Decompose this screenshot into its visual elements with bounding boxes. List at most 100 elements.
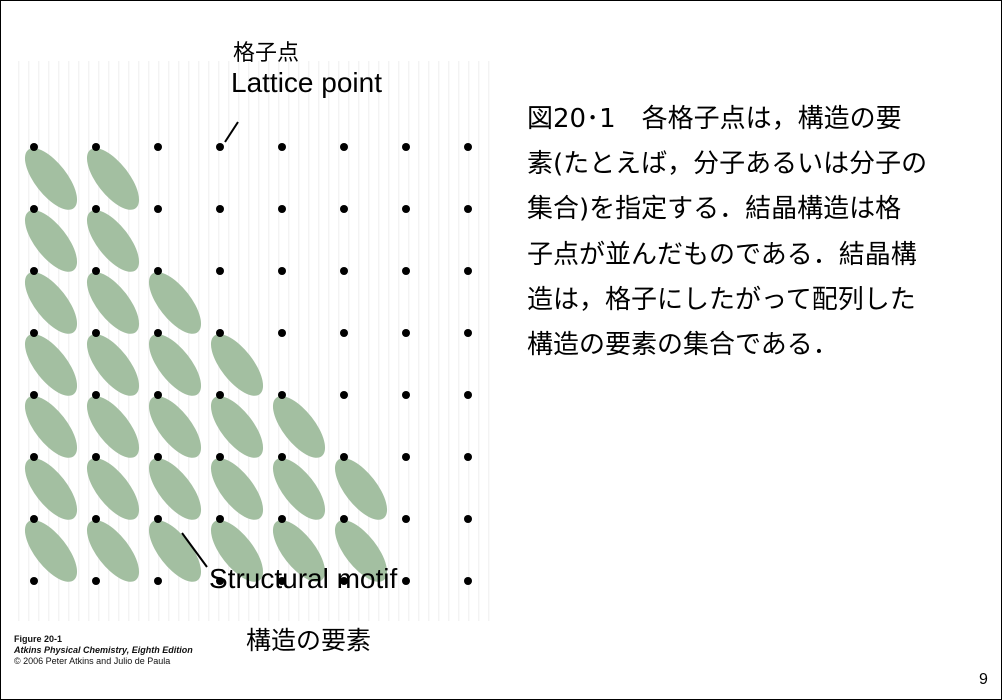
structural-motif [148,520,202,582]
structural-motif [86,396,140,458]
structural-motif [86,334,140,396]
lattice-point [154,143,162,151]
structural-motif [148,272,202,334]
structural-motif [272,396,326,458]
lattice-point [216,205,224,213]
structural-motif [334,458,388,520]
lattice-point [340,267,348,275]
lattice-point [464,577,472,585]
structural-motif-label-en: Structural motif [209,563,398,594]
lattice-point [402,205,410,213]
structural-motif [148,396,202,458]
structural-motif [24,210,78,272]
lattice-point [216,515,224,523]
lattice-point [278,391,286,399]
lattice-point [92,205,100,213]
lattice-point [402,391,410,399]
lattice-point [464,329,472,337]
lattice-point [30,205,38,213]
structural-motif [24,272,78,334]
structural-motif [86,272,140,334]
book-title: Atkins Physical Chemistry, Eighth Editio… [14,645,193,655]
structural-motif [148,334,202,396]
lattice-point-pointer [224,121,239,143]
lattice-point [402,267,410,275]
description-line: 子点が並んだものである．結晶構 [527,239,917,270]
description-line: 造は，格子にしたがって配列した [527,284,916,315]
structural-motif-label-jp: 構造の要素 [246,626,372,655]
lattice-point [30,515,38,523]
lattice-point [340,453,348,461]
lattice-point [30,577,38,585]
structural-motif [86,210,140,272]
lattice-point [340,205,348,213]
structural-motif [24,520,78,582]
structural-motif [272,458,326,520]
structural-motif [24,396,78,458]
lattice-figure: 格子点 Lattice point Structural motif 構造の要素… [1,1,501,699]
lattice-point [154,267,162,275]
lattice-point [402,329,410,337]
structural-motif [24,334,78,396]
lattice-point [278,143,286,151]
lattice-point [154,577,162,585]
figure-number: Figure 20-1 [14,634,63,644]
lattice-point [30,329,38,337]
lattice-point [278,205,286,213]
description-line: 集合)を指定する．結晶構造は格 [527,194,902,225]
lattice-point [464,515,472,523]
lattice-point [464,453,472,461]
lattice-point [278,577,286,585]
structural-motif [86,520,140,582]
lattice-point [154,391,162,399]
lattice-point [402,143,410,151]
structural-motif [86,458,140,520]
lattice-point [464,143,472,151]
lattice-point-label-en: Lattice point [231,67,382,98]
lattice-point [92,515,100,523]
description-line: 構造の要素の集合である． [527,330,839,361]
lattice-point [92,577,100,585]
structural-motif [210,396,264,458]
lattice-point [216,453,224,461]
lattice-point [278,267,286,275]
figure-credit: Figure 20-1 Atkins Physical Chemistry, E… [14,634,193,667]
lattice-point [464,205,472,213]
lattice-point [340,391,348,399]
structural-motif [210,458,264,520]
lattice-point [92,143,100,151]
structural-motif [210,520,264,582]
lattice-point [92,391,100,399]
lattice-point [92,453,100,461]
figure-description: 図20･1 各格子点は，構造の要 素(たとえば，分子あるいは分子の 集合)を指定… [527,97,997,368]
lattice-point [402,453,410,461]
motif-pointer [181,532,208,568]
lattice-point-label-jp: 格子点 [233,41,300,66]
lattice-point [154,329,162,337]
copyright-notice: © 2006 Peter Atkins and Julio de Paula [14,656,171,666]
lattice-point [92,267,100,275]
structural-motif [24,148,78,210]
description-line: 素(たとえば，分子あるいは分子の [527,149,928,180]
lattice-point [402,577,410,585]
lattice-point [154,453,162,461]
lattice-point [154,205,162,213]
description-line: 図20･1 各格子点は，構造の要 [527,104,902,134]
lattice-point [216,329,224,337]
lattice-point [340,515,348,523]
lattice-point [402,515,410,523]
lattice-point [216,391,224,399]
structural-motif [24,458,78,520]
lattice-point [340,329,348,337]
lattice-point [30,143,38,151]
lattice-point [464,267,472,275]
structural-motif [86,148,140,210]
lattice-point [216,577,224,585]
lattice-point [278,329,286,337]
lattice-point [216,143,224,151]
lattice-point [154,515,162,523]
lattice-point [216,267,224,275]
structural-motif [148,458,202,520]
lattice-point [30,453,38,461]
